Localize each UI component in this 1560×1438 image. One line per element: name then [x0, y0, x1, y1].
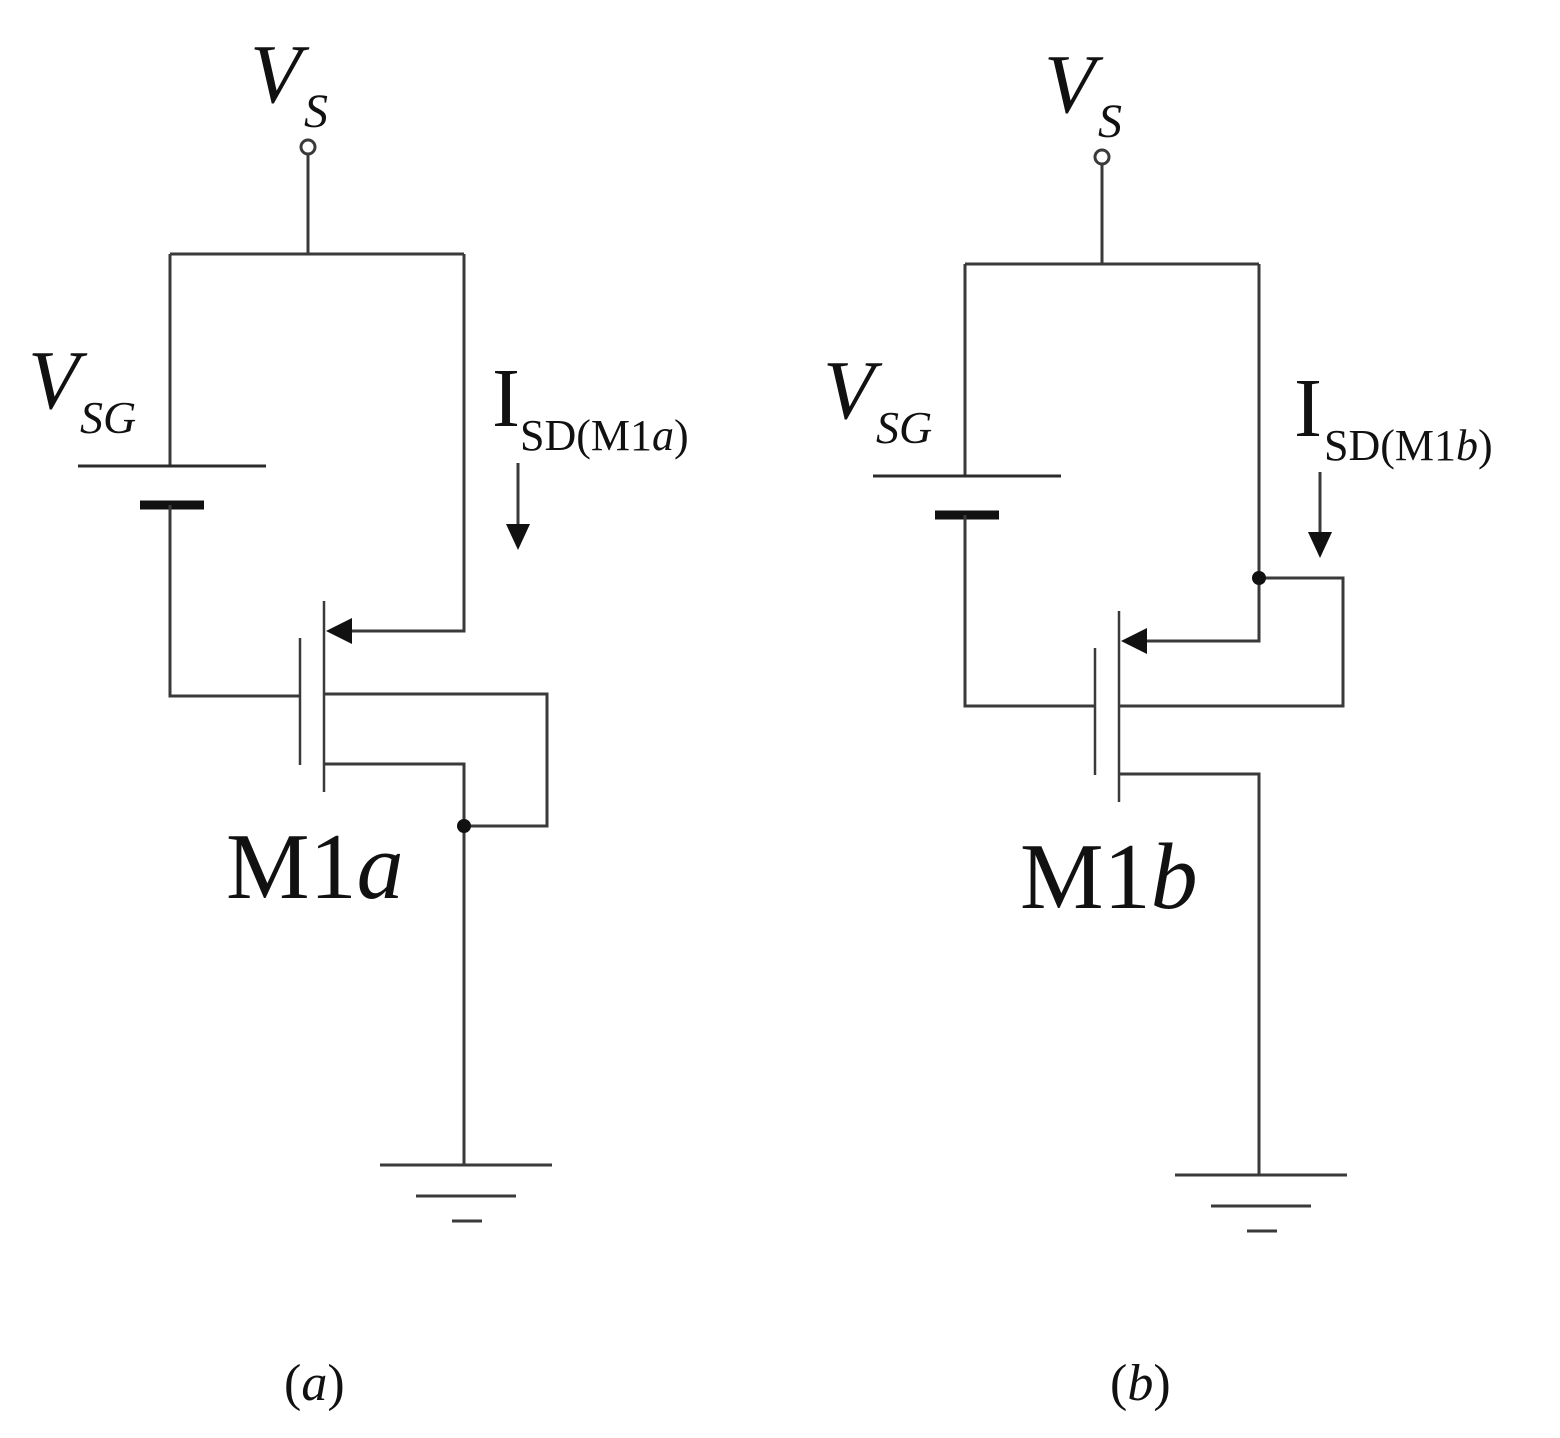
vs-subscript-b: S — [1098, 95, 1122, 148]
source-arrow-a — [326, 618, 352, 644]
caption-open-a: ( — [284, 1355, 301, 1412]
vsg-subscript-b: SG — [876, 402, 932, 453]
gate-wire-a — [168, 505, 300, 698]
source-wire-b — [1141, 264, 1261, 643]
drain-wire-a — [324, 762, 466, 1165]
current-arrow-head-a — [506, 524, 530, 550]
current-subscript-var-b: b — [1456, 421, 1478, 470]
supply-terminal-b — [1093, 148, 1111, 166]
vsg-label-b: V — [823, 344, 883, 437]
vs-label-a: V — [250, 28, 310, 121]
source-arrow-b — [1121, 628, 1147, 654]
transistor-label-prefix-b: M1 — [1020, 825, 1151, 929]
current-label-a: I — [492, 352, 520, 445]
drain-wire-b — [1119, 772, 1261, 1175]
transistor-label-a: M1a — [226, 815, 404, 919]
current-subscript-prefix-b: SD(M1 — [1324, 421, 1456, 470]
transistor-label-var-b: b — [1151, 825, 1198, 929]
caption-b: (b) — [1110, 1355, 1171, 1412]
source-wire-a — [346, 254, 466, 633]
current-subscript-b: SD(M1b) — [1324, 421, 1493, 470]
vsg-label-a: V — [28, 334, 88, 427]
caption-close-b: ) — [1153, 1355, 1170, 1412]
current-subscript-a: SD(M1a) — [520, 411, 689, 460]
junction-dot-a — [457, 819, 471, 833]
transistor-label-prefix-a: M1 — [226, 815, 357, 919]
current-subscript-suffix-a: ) — [674, 411, 689, 460]
caption-close-a: ) — [327, 1355, 344, 1412]
vsg-subscript-a: SG — [80, 392, 136, 443]
caption-var-a: a — [301, 1355, 327, 1412]
junction-dot-b — [1252, 571, 1266, 585]
vs-subscript-a: S — [304, 85, 328, 138]
vs-label-b: V — [1044, 38, 1104, 131]
caption-var-b: b — [1127, 1355, 1153, 1412]
caption-open-b: ( — [1110, 1355, 1127, 1412]
transistor-label-var-a: a — [357, 815, 404, 919]
circuit-a: V S V SG I SD(M1a) M1a (a) — [28, 28, 689, 1412]
current-subscript-prefix-a: SD(M1 — [520, 411, 652, 460]
caption-a: (a) — [284, 1355, 345, 1412]
current-arrow-head-b — [1308, 532, 1332, 558]
body-wire-b — [1119, 576, 1345, 708]
circuit-b: V S V SG I SD(M1b) M1b (b) — [823, 38, 1493, 1412]
current-subscript-var-a: a — [652, 411, 674, 460]
transistor-label-b: M1b — [1020, 825, 1198, 929]
body-wire-a — [324, 692, 549, 828]
supply-terminal-a — [299, 138, 317, 156]
gate-wire-b — [963, 515, 1095, 708]
current-subscript-suffix-b: ) — [1478, 421, 1493, 470]
current-label-b: I — [1294, 362, 1322, 455]
